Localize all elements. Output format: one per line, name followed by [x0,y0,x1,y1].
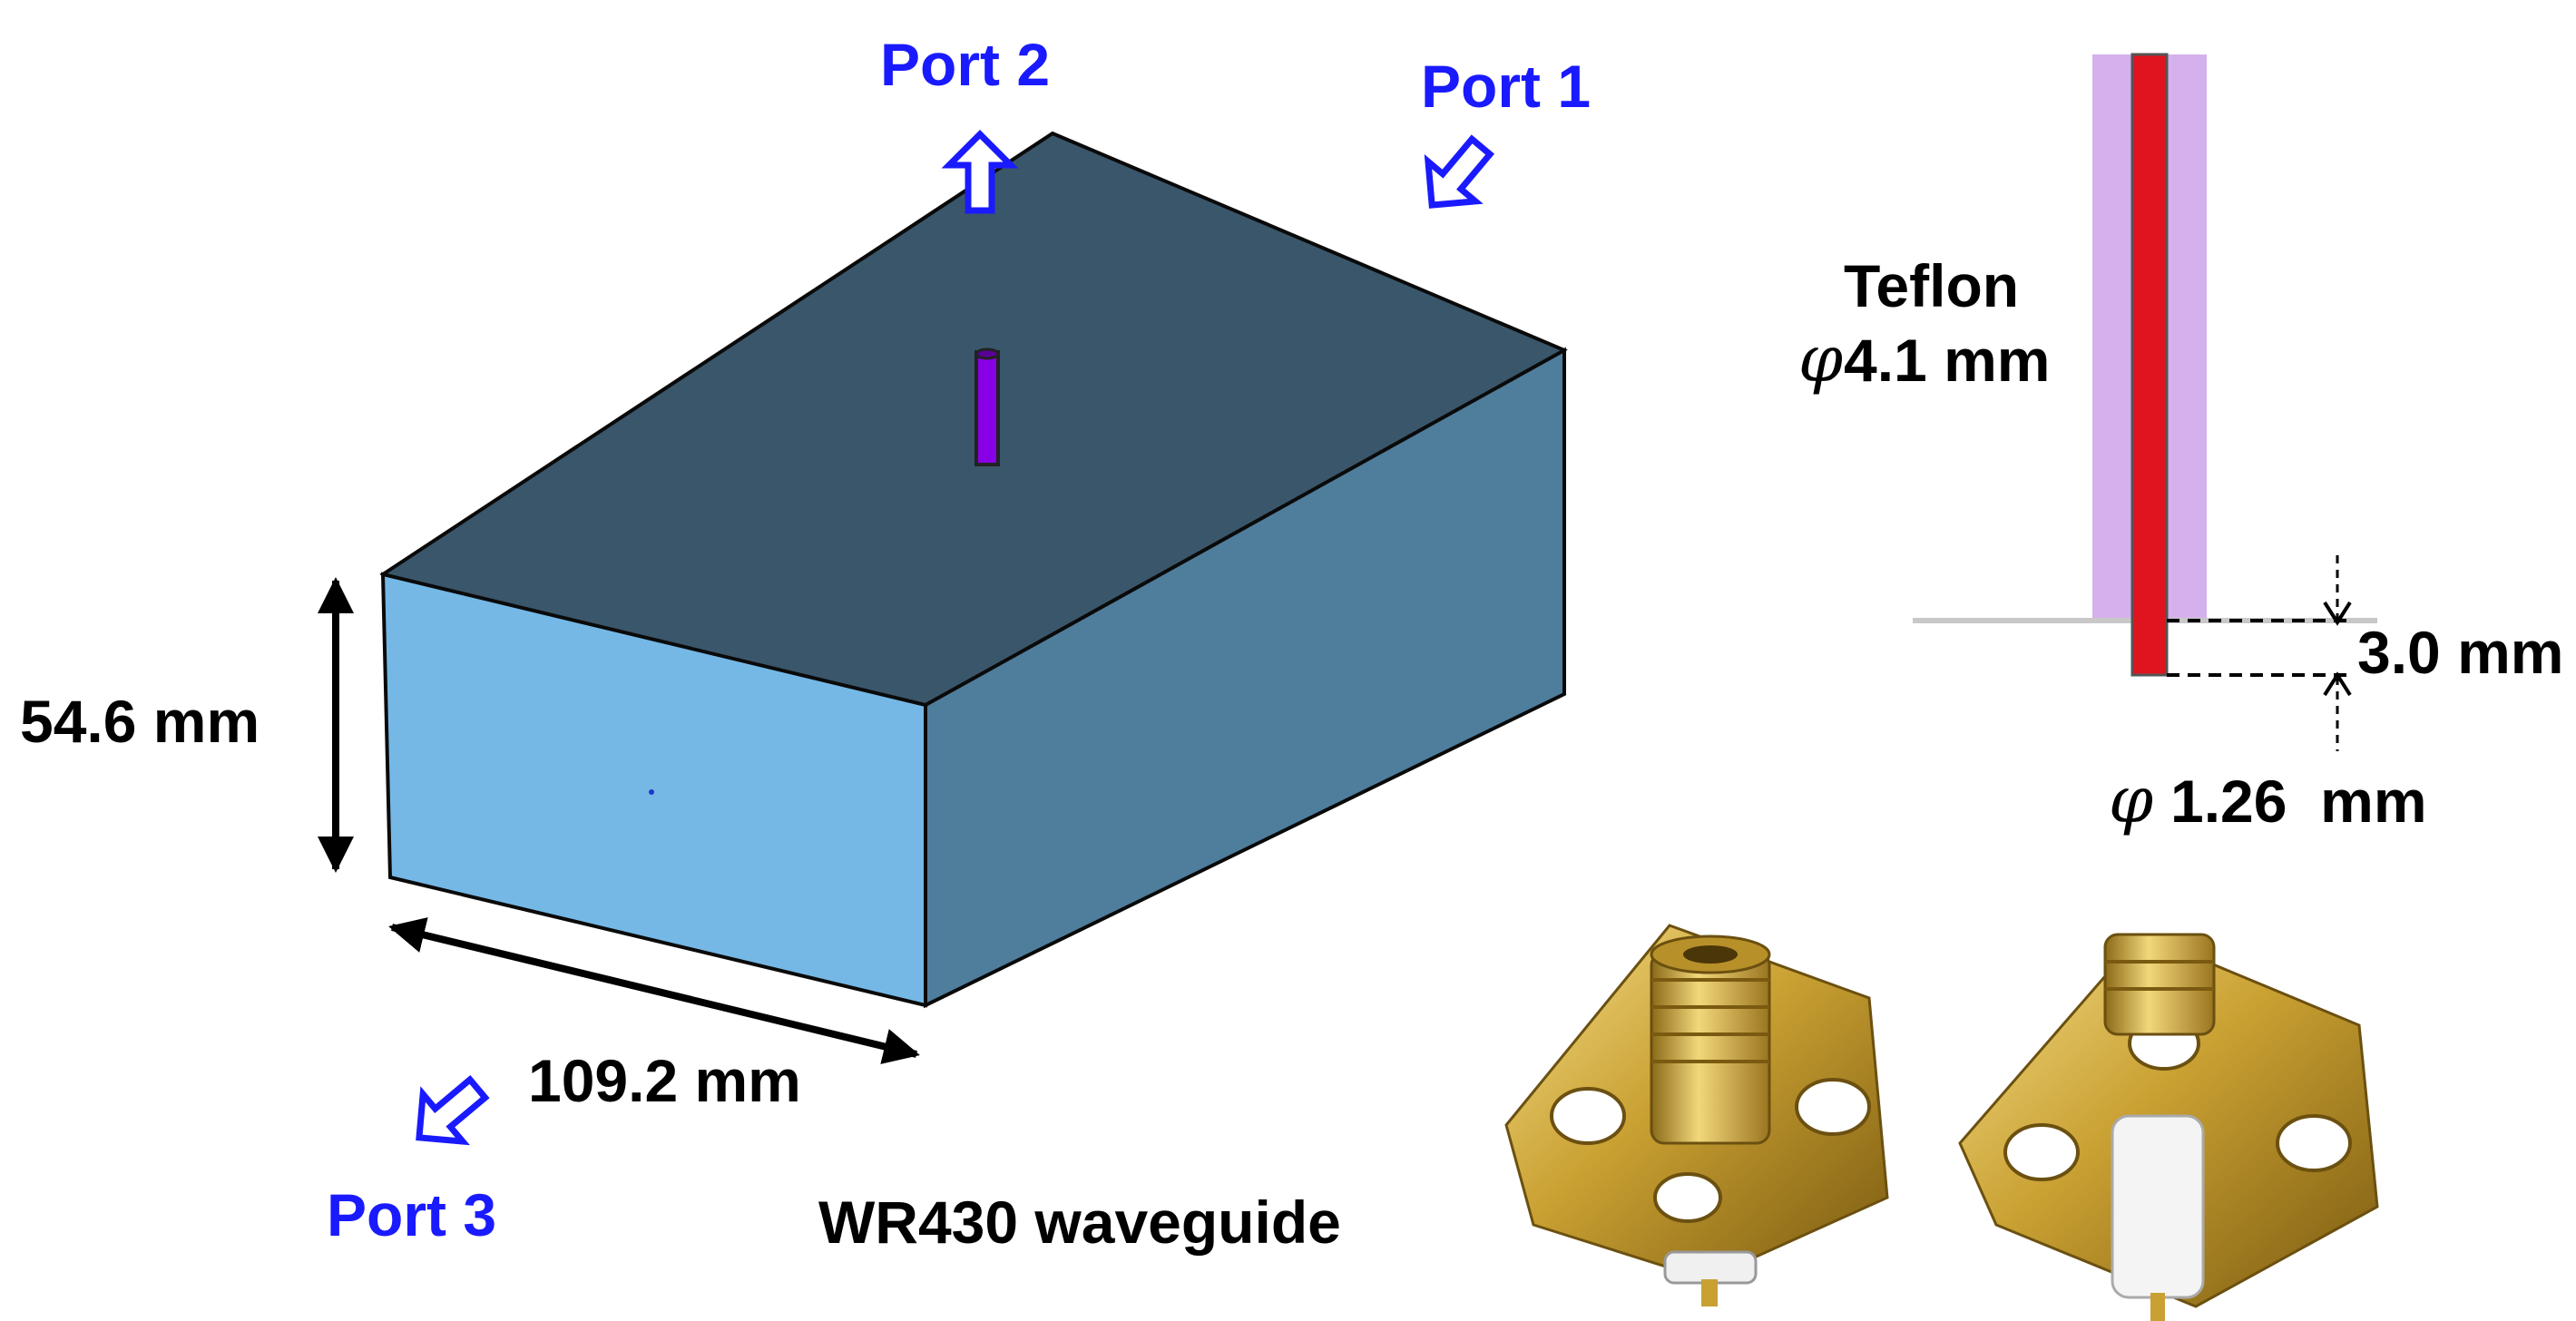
coax-probe [975,347,1000,466]
center-pin [2130,53,2169,677]
box-side-face [924,347,1566,1009]
sma-connector-image [1958,933,2379,1321]
teflon-diameter-label: 4.1 mm [1844,327,2050,394]
height-label: 54.6 mm [20,688,260,755]
probe-cross-section [1913,53,2377,751]
port-arrow-icon [416,1074,490,1146]
waveguide-caption: WR430 waveguide [818,1189,1341,1256]
phi-symbol: φ [1798,322,1843,396]
port-2-label: Port 2 [880,31,1050,98]
pin-diameter-label: 1.26 mm [2170,768,2427,835]
port-1-label: Port 1 [1421,53,1591,120]
port-3-label: Port 3 [327,1181,496,1248]
width-dimension-arrow [388,917,920,1064]
waveguide-box [379,131,1568,1009]
width-label: 109.2 mm [528,1047,801,1114]
insertion-depth-label: 3.0 mm [2357,619,2563,686]
port-arrow-icon [941,130,1019,214]
teflon-label: Teflon [1844,252,2019,319]
sma-connector-image [1504,924,1889,1306]
port-arrow-icon [1424,134,1495,209]
phi-symbol: φ [2109,763,2153,837]
